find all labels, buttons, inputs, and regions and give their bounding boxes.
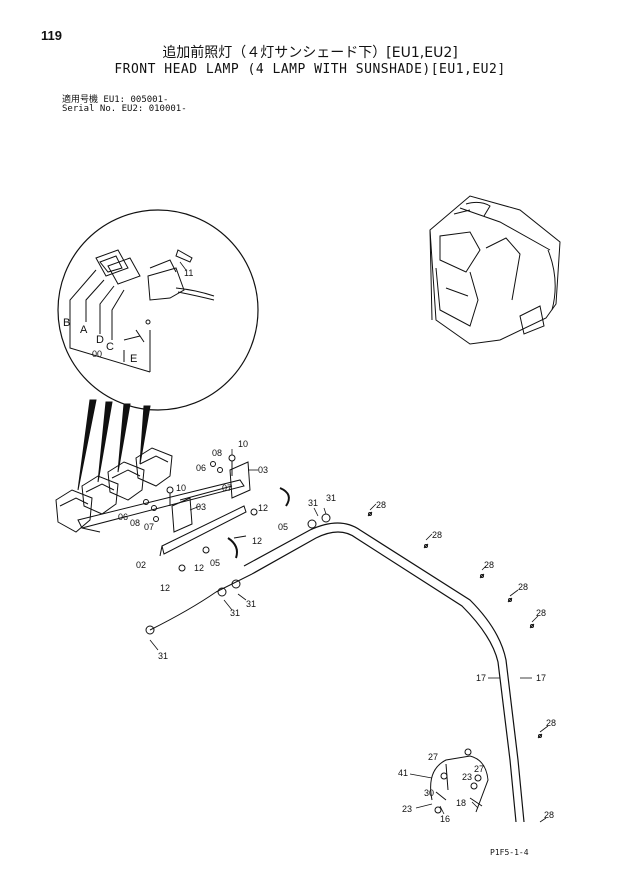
callout-leaders bbox=[149, 261, 549, 823]
callout-12b: 12 bbox=[252, 536, 262, 546]
callout-E: E bbox=[130, 353, 137, 365]
callout-06b: 06 bbox=[118, 512, 128, 522]
callout-30: 30 bbox=[424, 788, 434, 798]
callout-C: C bbox=[106, 341, 114, 353]
screw-markers bbox=[367, 511, 543, 739]
callout-B: B bbox=[63, 317, 70, 329]
lamp-assembly bbox=[55, 447, 290, 572]
callout-28d: 28 bbox=[518, 582, 528, 592]
callout-16: 16 bbox=[440, 814, 450, 824]
callout-28c: 28 bbox=[484, 560, 494, 570]
detail-circle bbox=[57, 209, 259, 411]
callout-11: 11 bbox=[184, 268, 193, 278]
callout-31d: 31 bbox=[246, 599, 256, 609]
callout-31a: 31 bbox=[308, 498, 318, 508]
callout-12a: 12 bbox=[258, 503, 268, 513]
callout-D: D bbox=[96, 334, 104, 346]
callout-05b: 05 bbox=[210, 558, 220, 568]
callout-02: 02 bbox=[136, 560, 146, 570]
callout-31e: 31 bbox=[158, 651, 168, 661]
callout-23a: 23 bbox=[462, 772, 472, 782]
callout-07b: 07 bbox=[144, 522, 154, 532]
callout-A: A bbox=[80, 324, 88, 336]
callout-05a: 05 bbox=[278, 522, 288, 532]
callout-03b: 03 bbox=[196, 502, 206, 512]
callout-31b: 31 bbox=[326, 493, 336, 503]
callout-28g: 28 bbox=[544, 810, 554, 820]
callout-28e: 28 bbox=[536, 608, 546, 618]
callout-10a: 10 bbox=[238, 439, 248, 449]
callout-27a: 27 bbox=[428, 752, 438, 762]
callout-10b: 10 bbox=[176, 483, 186, 493]
title-english: FRONT HEAD LAMP (4 LAMP WITH SUNSHADE)[E… bbox=[114, 62, 506, 77]
callout-28b: 28 bbox=[432, 530, 442, 540]
callout-08b: 08 bbox=[130, 518, 140, 528]
drawing-code: P1F5-1-4 bbox=[490, 848, 529, 857]
callout-17b: 17 bbox=[536, 673, 546, 683]
callout-28f: 28 bbox=[546, 718, 556, 728]
detail-pointer-spikes bbox=[77, 399, 151, 491]
callout-06a: 06 bbox=[196, 463, 206, 473]
callout-18: 18 bbox=[456, 798, 466, 808]
callout-12d: 12 bbox=[160, 583, 170, 593]
cab-illustration bbox=[429, 195, 561, 345]
callout-41: 41 bbox=[398, 768, 408, 778]
serial-info-english: Serial No. EU2: 010001- bbox=[62, 104, 187, 114]
title-japanese: 追加前照灯（４灯サンシェード下）[EU1,EU2] bbox=[162, 45, 458, 61]
callout-labels: 11 B A D C 00 E 10 08 06 07 03 10 03 06 … bbox=[63, 268, 556, 824]
callout-08a: 08 bbox=[212, 448, 222, 458]
callout-12c: 12 bbox=[194, 563, 204, 573]
harness-route bbox=[145, 513, 525, 823]
serial-info-japanese: 適用号機 EU1: 005001- bbox=[62, 95, 169, 105]
callout-31c: 31 bbox=[230, 608, 240, 618]
callout-27b: 27 bbox=[474, 764, 484, 774]
callout-28a: 28 bbox=[376, 500, 386, 510]
switch-assembly bbox=[430, 748, 489, 814]
callout-23b: 23 bbox=[402, 804, 412, 814]
callout-17a: 17 bbox=[476, 673, 486, 683]
callout-03a: 03 bbox=[258, 465, 268, 475]
callout-00: 00 bbox=[92, 349, 102, 359]
page-number: 119 bbox=[41, 28, 62, 43]
callout-07a: 07 bbox=[222, 483, 232, 493]
